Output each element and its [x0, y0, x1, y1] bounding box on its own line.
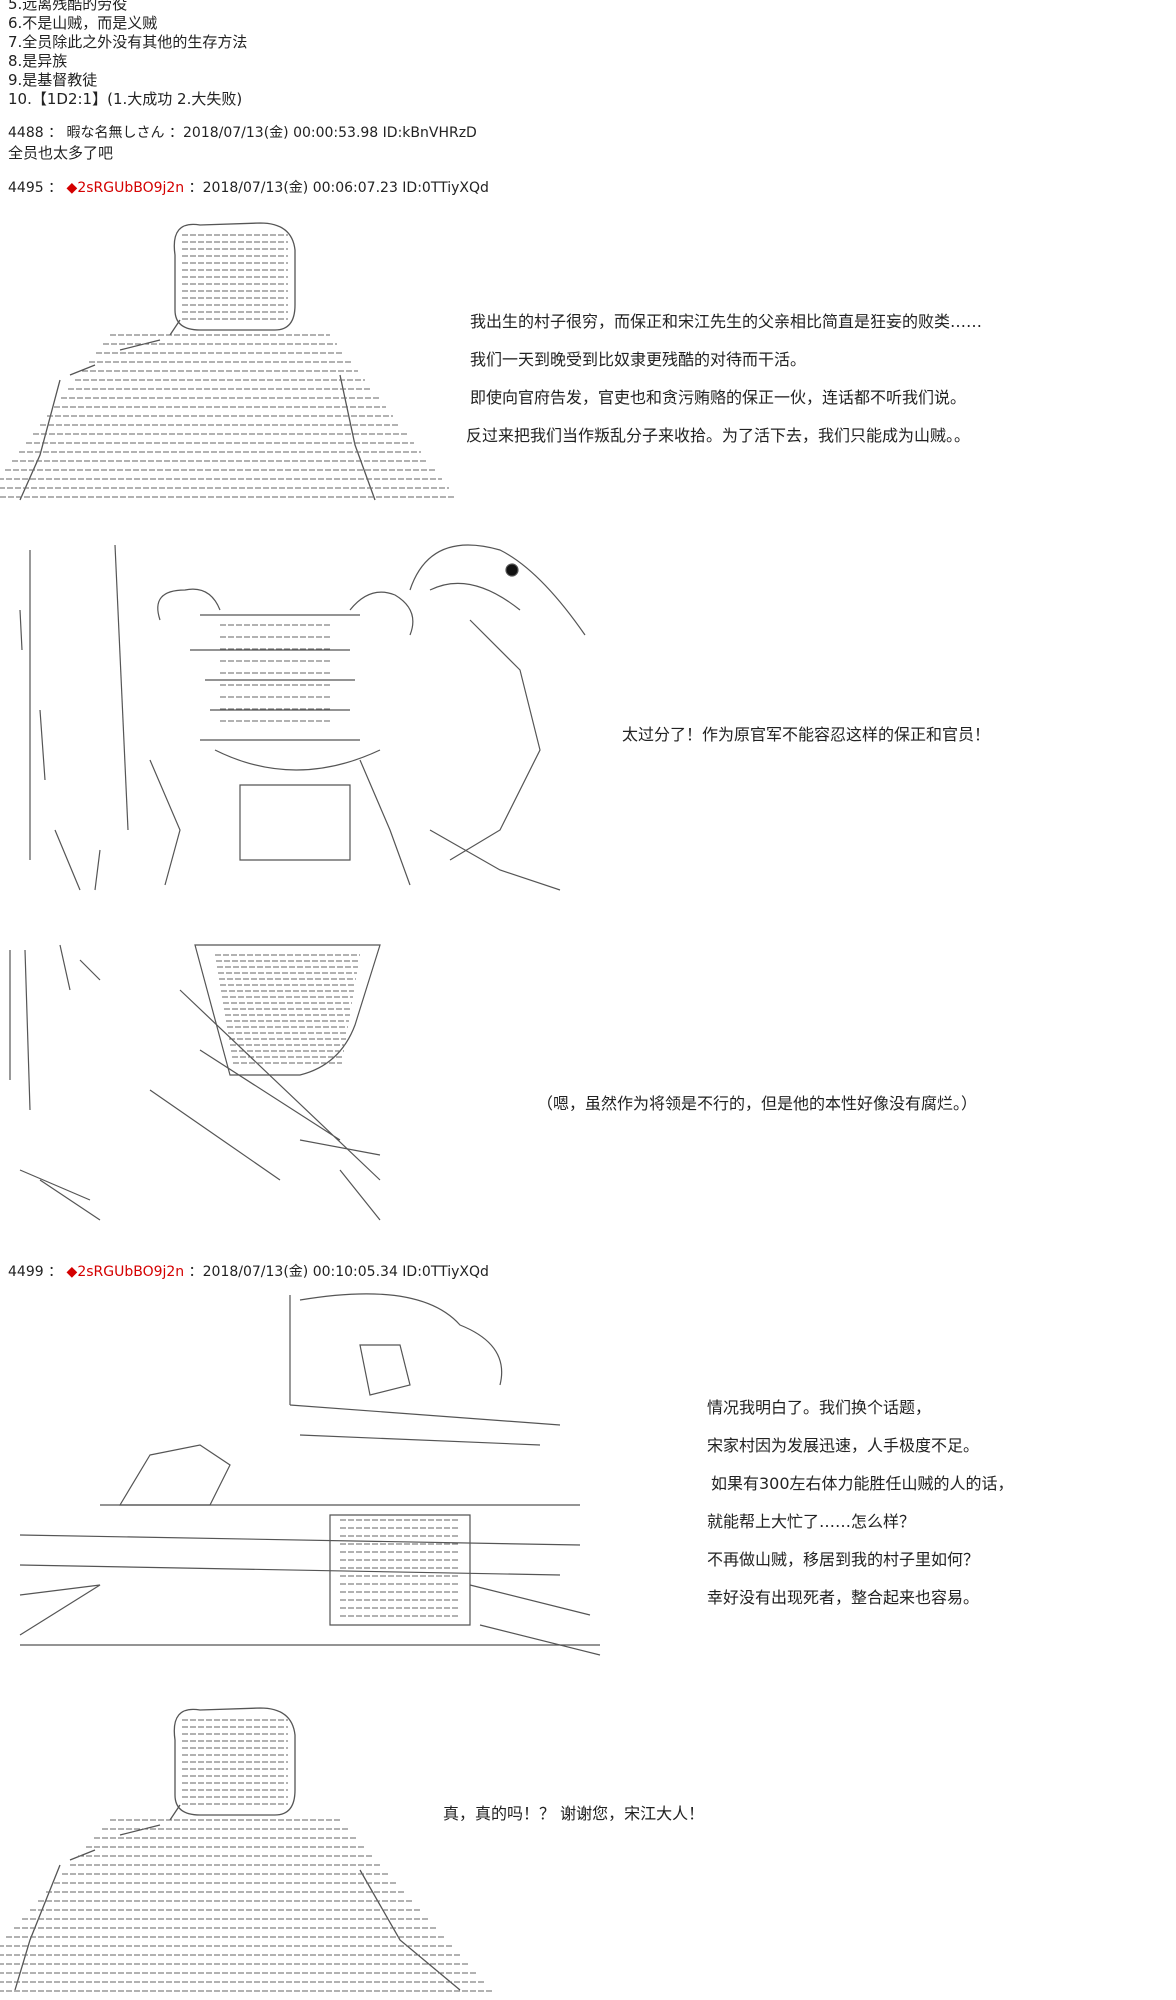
post-header: 4488 ： 暇な名無しさん ：2018/07/13(金) 00:00:53.9…	[8, 124, 477, 142]
post-number: 4499	[8, 1264, 44, 1280]
dialogue-line: 幸好没有出现死者，整合起来也容易。	[707, 1588, 980, 1607]
post-separator: ：	[48, 1264, 63, 1280]
dialogue-line: 即使向官府告发，官吏也和贪污贿赂的保正一伙，连话都不听我们说。	[470, 388, 967, 407]
post-header: 4499 ： ◆2sRGUbBO9j2n ：2018/07/13(金) 00:1…	[8, 1263, 489, 1281]
dialogue-line: 情况我明白了。我们换个话题，	[707, 1398, 932, 1417]
ascii-art-figure-back	[0, 215, 400, 505]
post-author-trip[interactable]: ◆2sRGUbBO9j2n	[66, 180, 185, 196]
dialogue-line: 就能帮上大忙了……怎么样？	[707, 1512, 916, 1531]
post-date-id: ：2018/07/13(金) 00:10:05.34 ID:0TTiyXQd	[188, 1264, 489, 1280]
post-separator: ：	[48, 125, 63, 141]
ascii-art-character-with-swan	[0, 530, 620, 900]
post-header: 4495 ： ◆2sRGUbBO9j2n ：2018/07/13(金) 00:0…	[8, 179, 489, 197]
option-item: 5.远离残酷的劳役	[8, 0, 128, 13]
option-item: 10.【1D2:1】(1.大成功 2.大失败)	[8, 90, 243, 108]
option-item: 6.不是山贼，而是义贼	[8, 14, 158, 32]
dialogue-line: 我出生的村子很穷，而保正和宋江先生的父亲相比简直是狂妄的败类……	[470, 312, 983, 331]
ascii-art-figure-back-2	[0, 1700, 480, 2000]
ascii-art-seated-figure	[0, 1285, 610, 1665]
post-number: 4488	[8, 125, 44, 141]
post-separator: ：	[48, 180, 63, 196]
option-item: 7.全员除此之外没有其他的生存方法	[8, 33, 248, 51]
dialogue-line: 太过分了！作为原官军不能容忍这样的保正和官员！	[622, 725, 991, 744]
dialogue-line: 宋家村因为发展迅速，人手极度不足。	[707, 1436, 980, 1455]
dialogue-line: 我们一天到晚受到比奴隶更残酷的对待而干活。	[470, 350, 807, 369]
option-item: 8.是异族	[8, 52, 68, 70]
post-author: 暇な名無しさん	[66, 125, 165, 141]
post-body: 全员也太多了吧	[8, 144, 114, 162]
post-date-id: ：2018/07/13(金) 00:06:07.23 ID:0TTiyXQd	[188, 180, 489, 196]
post-date-id: ：2018/07/13(金) 00:00:53.98 ID:kBnVHRzD	[169, 125, 477, 141]
dialogue-line: 如果有300左右体力能胜任山贼的人的话，	[711, 1474, 1014, 1493]
dialogue-line: 反过来把我们当作叛乱分子来收拾。为了活下去，我们只能成为山贼。。	[466, 426, 971, 445]
option-item: 9.是基督教徒	[8, 71, 98, 89]
dialogue-line: 不再做山贼，移居到我的村子里如何？	[707, 1550, 980, 1569]
dialogue-line: 真，真的吗！？ 谢谢您，宋江大人！	[443, 1804, 705, 1823]
post-author-trip[interactable]: ◆2sRGUbBO9j2n	[66, 1264, 185, 1280]
post-number: 4495	[8, 180, 44, 196]
ascii-art-leaning-figure	[0, 930, 440, 1230]
dialogue-line: （嗯，虽然作为将领是不行的，但是他的本性好像没有腐烂。）	[537, 1094, 978, 1113]
